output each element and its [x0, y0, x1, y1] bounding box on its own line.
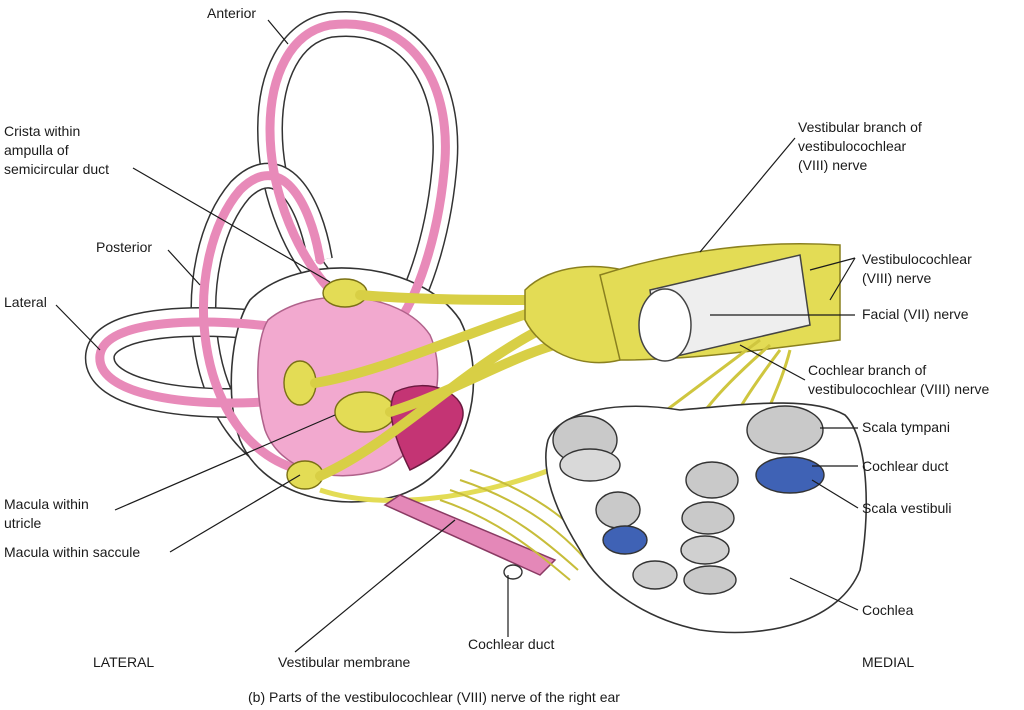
label-crista: Crista within ampulla of semicircular du…	[4, 123, 110, 177]
label-facial-nerve: Facial (VII) nerve	[862, 306, 969, 322]
label-posterior: Posterior	[96, 239, 153, 255]
cristae	[283, 278, 368, 490]
label-vestibulocochlear-nerve: Vestibulocochlear (VIII) nerve	[862, 251, 972, 286]
label-cochlear-branch: Cochlear branch of vestibulocochlear (VI…	[808, 362, 990, 397]
label-cochlea: Cochlea	[862, 602, 914, 618]
label-scala-tympani: Scala tympani	[862, 419, 950, 435]
leader-lines	[55, 19, 859, 653]
label-macula-utricle: Macula within utricle	[4, 496, 89, 531]
label-anterior: Anterior	[207, 5, 257, 21]
label-cochlear-duct-right: Cochlear duct	[862, 458, 949, 474]
label-scala-vestibuli: Scala vestibuli	[862, 500, 952, 516]
orientation-lateral: LATERAL	[93, 654, 155, 670]
membranous-labyrinth	[95, 19, 450, 475]
label-macula-saccule: Macula within saccule	[4, 544, 141, 560]
facial-nerve	[638, 254, 811, 362]
label-vestibular-branch: Vestibular branch of vestibulocochlear (…	[798, 119, 922, 173]
vestibular-nerve-branches	[310, 290, 580, 481]
orientation-medial: MEDIAL	[862, 654, 915, 670]
figure-caption: (b) Parts of the vestibulocochlear (VIII…	[248, 689, 620, 705]
ductus-reuniens	[319, 467, 551, 503]
label-lateral: Lateral	[4, 294, 47, 310]
label-vestibular-membrane: Vestibular membrane	[278, 654, 411, 670]
cochlea-turns	[552, 405, 825, 595]
vestibular-membrane-strip	[383, 494, 557, 576]
label-cochlear-duct-bottom: Cochlear duct	[468, 636, 555, 652]
